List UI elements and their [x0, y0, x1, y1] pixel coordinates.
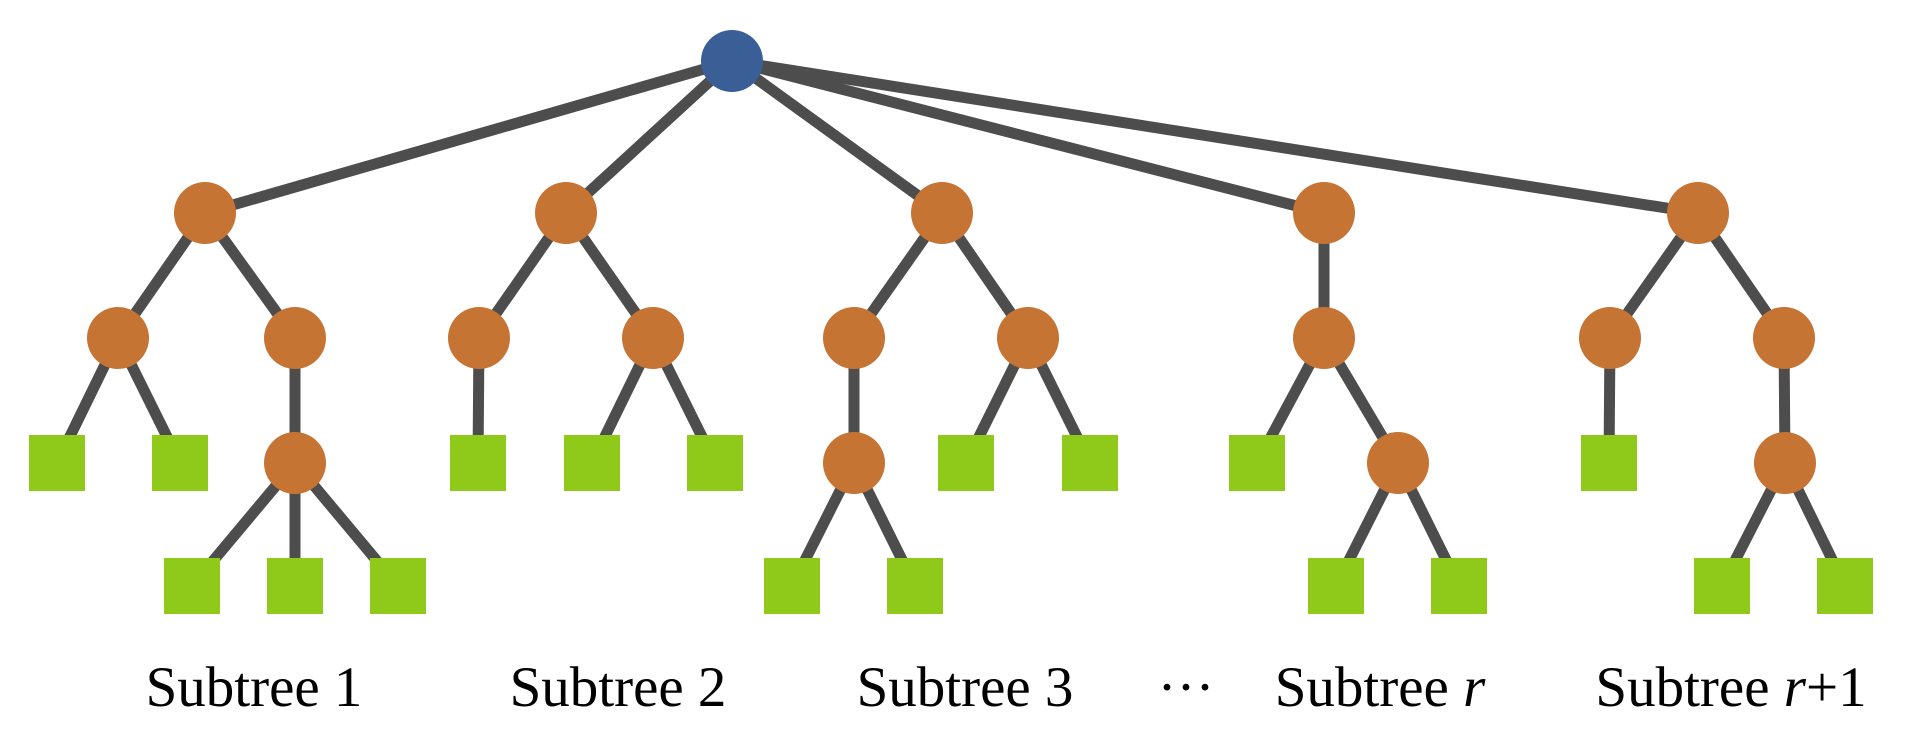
- internal-node: [1754, 432, 1816, 494]
- tree-edge: [203, 55, 734, 219]
- leaf-node: [1229, 435, 1285, 491]
- internal-node: [1367, 432, 1429, 494]
- leaf-node: [1581, 435, 1637, 491]
- internal-node: [264, 307, 326, 369]
- leaf-node: [29, 435, 85, 491]
- tree-edge: [731, 55, 1699, 219]
- internal-node: [911, 182, 973, 244]
- internal-node: [264, 432, 326, 494]
- leaf-node: [887, 558, 943, 614]
- leaf-node: [1817, 558, 1873, 614]
- internal-node: [87, 307, 149, 369]
- subtree-r-plus-1-label: Subtree r+1: [1595, 656, 1866, 719]
- leaf-node: [450, 435, 506, 491]
- leaf-node: [1062, 435, 1118, 491]
- tree-edge: [730, 55, 1326, 219]
- root-node: [701, 30, 763, 92]
- internal-node: [174, 182, 236, 244]
- leaf-node: [1694, 558, 1750, 614]
- leaf-node: [938, 435, 994, 491]
- subtree-1-label: Subtree 1: [146, 656, 363, 719]
- internal-node: [1293, 182, 1355, 244]
- internal-node: [823, 307, 885, 369]
- internal-node: [1667, 182, 1729, 244]
- internal-node: [823, 432, 885, 494]
- subtree-3-label: Subtree 3: [857, 656, 1074, 719]
- subtree-2-label: Subtree 2: [510, 656, 727, 719]
- subtree-r-label: Subtree r: [1275, 656, 1486, 719]
- leaf-node: [687, 435, 743, 491]
- internal-node: [535, 182, 597, 244]
- ellipsis-label: ···: [1158, 656, 1215, 719]
- tree-edge: [728, 56, 946, 218]
- leaf-node: [267, 558, 323, 614]
- internal-node: [997, 307, 1059, 369]
- leaf-node: [764, 558, 820, 614]
- leaf-node: [564, 435, 620, 491]
- internal-node: [1579, 307, 1641, 369]
- tree-edge: [562, 56, 736, 218]
- leaf-node: [1308, 558, 1364, 614]
- internal-node: [448, 307, 510, 369]
- leaf-node: [152, 435, 208, 491]
- internal-node: [622, 307, 684, 369]
- internal-node: [1293, 307, 1355, 369]
- leaf-node: [164, 558, 220, 614]
- leaf-node: [1431, 558, 1487, 614]
- leaf-node: [370, 558, 426, 614]
- internal-node: [1753, 307, 1815, 369]
